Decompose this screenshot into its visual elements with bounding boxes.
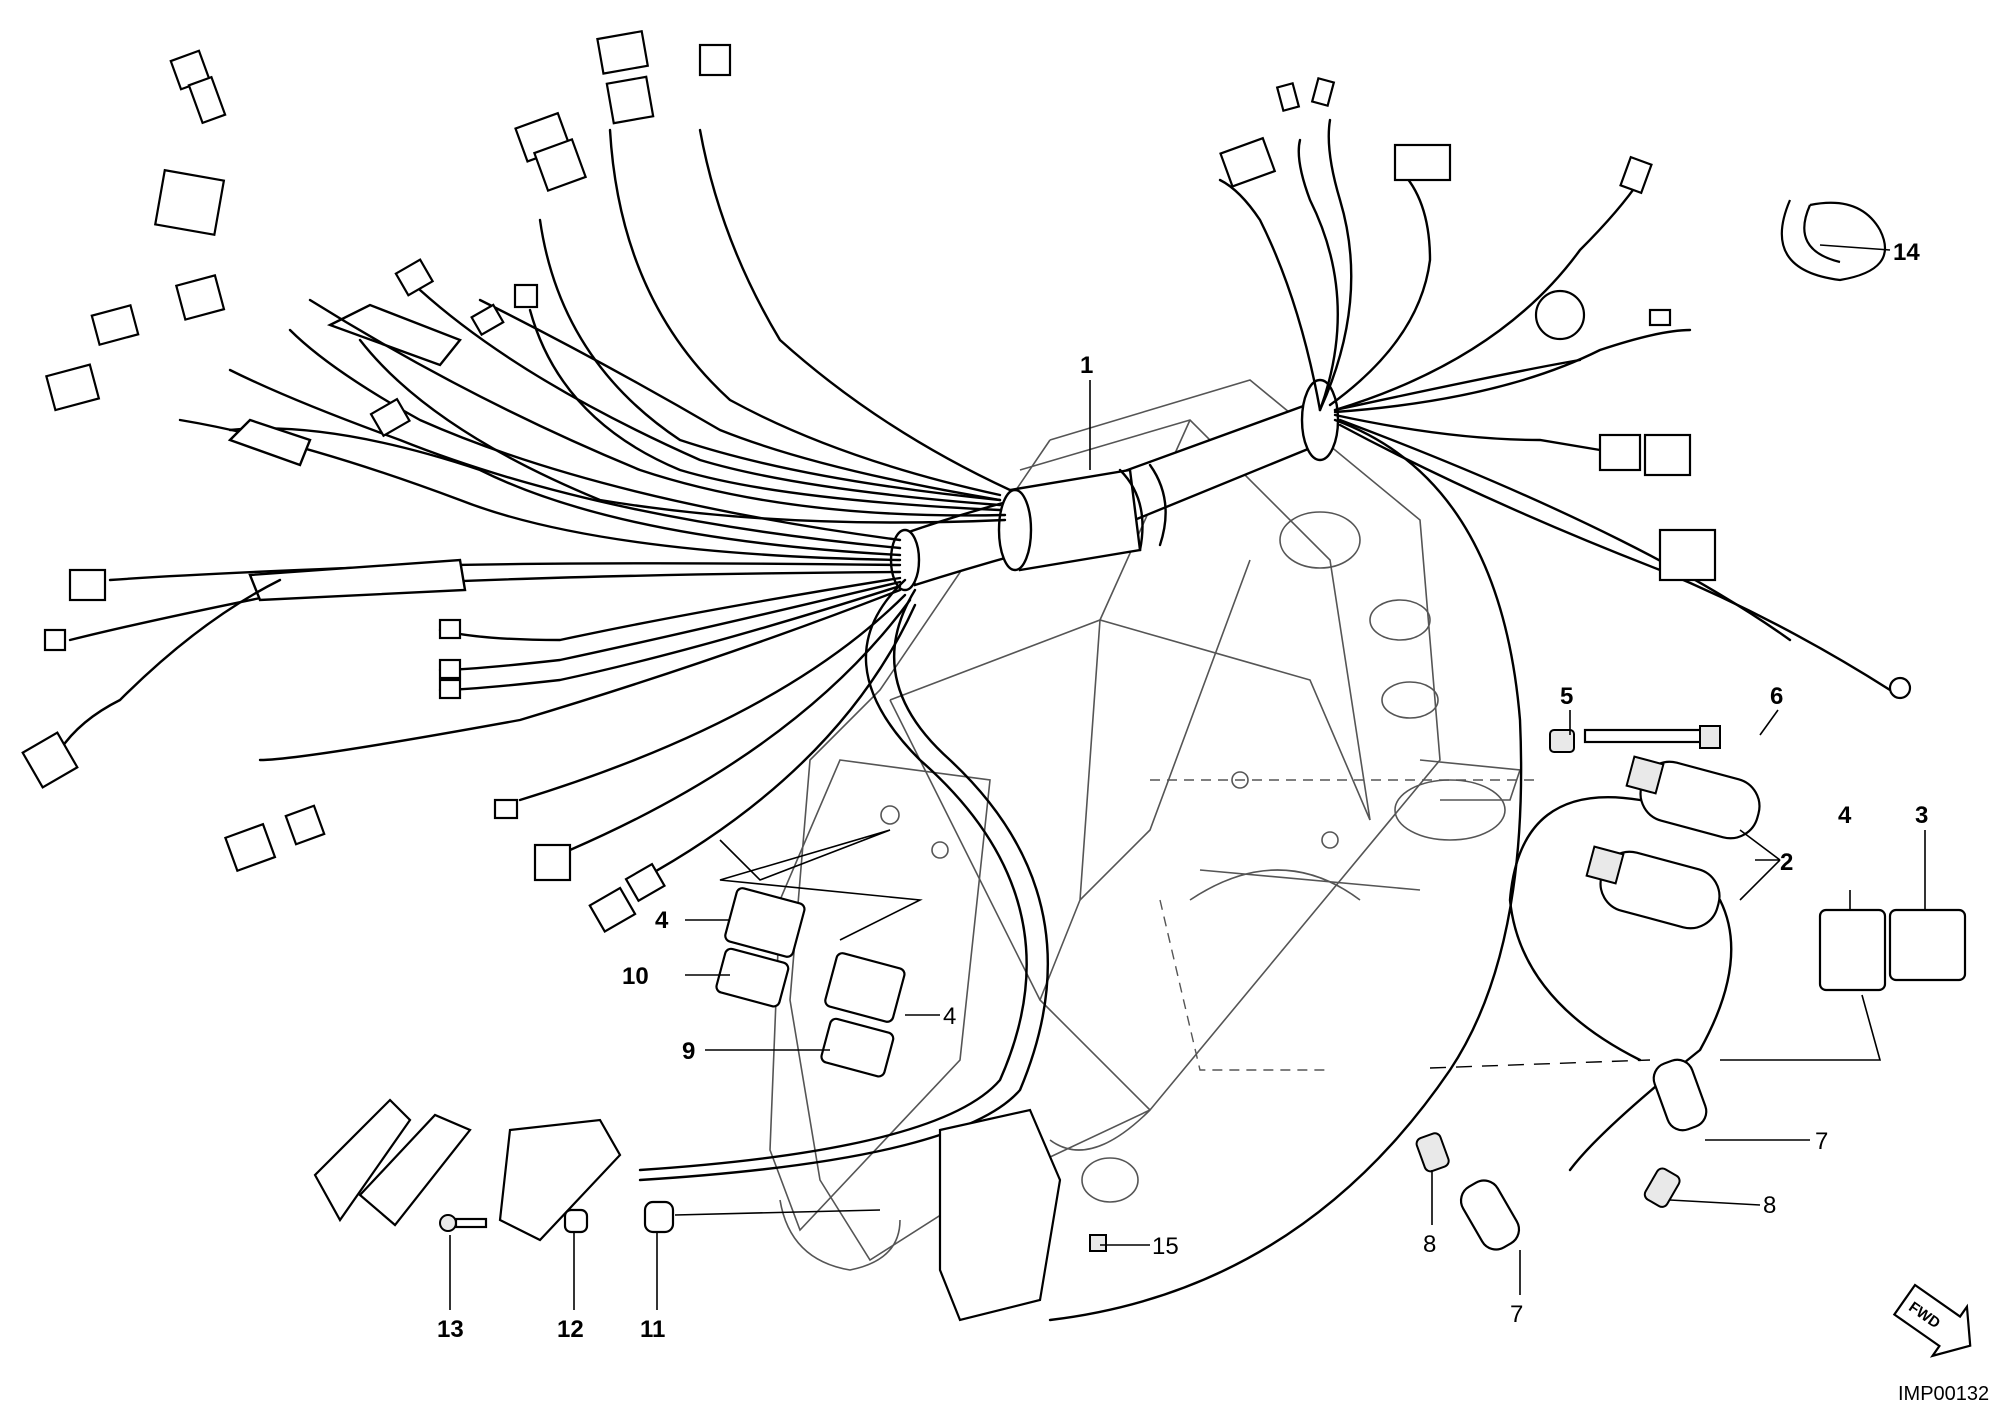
forward-arrow-icon: FWD <box>1892 1283 1972 1358</box>
ignition-coils <box>1508 755 1761 1172</box>
cable-tie <box>1780 199 1886 282</box>
callout-15: 15 <box>1152 1233 1179 1260</box>
relay-right-set <box>1818 908 1967 992</box>
callout-1: 1 <box>1080 352 1093 379</box>
callout-10: 10 <box>622 963 649 990</box>
callout-6: 6 <box>1770 683 1783 710</box>
callout-5: 5 <box>1560 683 1573 710</box>
callout-4-right: 4 <box>1838 802 1852 829</box>
harness-connectors <box>21 29 1912 933</box>
fuse-box-assembly <box>313 1098 675 1242</box>
callout-7-bottom: 7 <box>1510 1301 1523 1328</box>
callout-8-left: 8 <box>1423 1231 1436 1258</box>
coil-mounting-screw <box>1583 725 1721 749</box>
callout-14: 14 <box>1893 239 1920 266</box>
leader-lines <box>449 244 1926 1310</box>
callout-4-center-lower: 4 <box>943 1003 956 1030</box>
callout-4-center-upper: 4 <box>655 907 669 934</box>
coil-mounting-nut <box>1549 729 1575 753</box>
callout-11: 11 <box>640 1316 665 1343</box>
callout-9: 9 <box>682 1038 695 1065</box>
spark-plug-caps <box>1459 1058 1708 1251</box>
callout-13: 13 <box>437 1316 464 1343</box>
callout-labels: 1 2 3 4 4 4 5 6 7 7 8 8 9 10 11 12 13 14… <box>437 239 1928 1343</box>
drawing-code: IMP00132 <box>1898 1383 1989 1405</box>
main-wiring-harness <box>58 118 1892 1322</box>
temperature-sensors <box>1415 1132 1681 1208</box>
relay-center-set <box>715 887 906 1078</box>
callout-12: 12 <box>557 1316 584 1343</box>
callout-3: 3 <box>1915 802 1928 829</box>
callout-2: 2 <box>1780 849 1793 876</box>
callout-8-right: 8 <box>1763 1192 1776 1219</box>
control-unit <box>938 1108 1107 1322</box>
callout-7-right: 7 <box>1815 1128 1828 1155</box>
